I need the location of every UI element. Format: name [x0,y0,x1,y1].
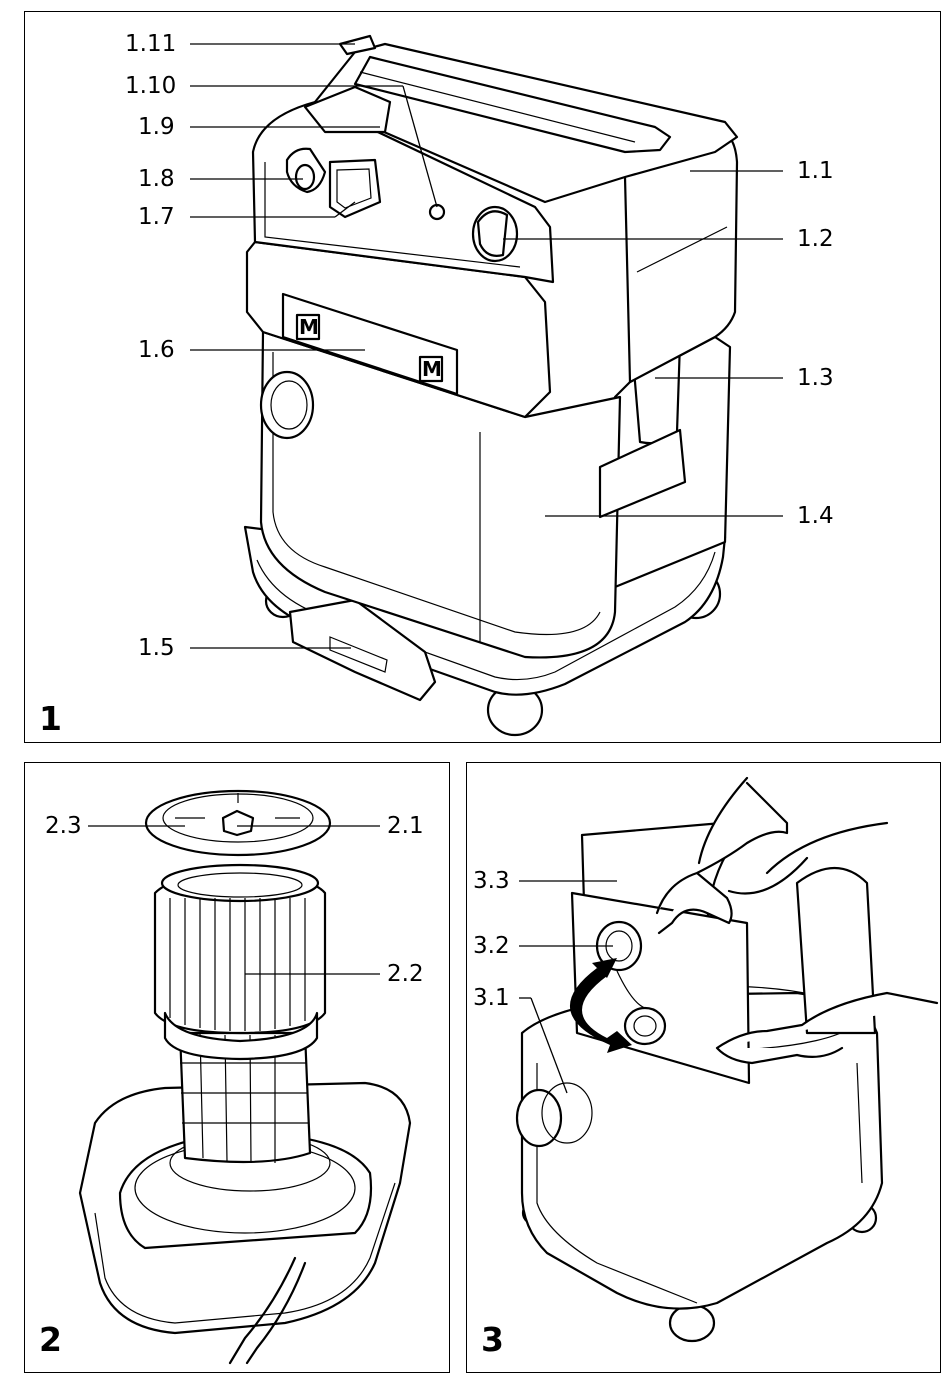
callout-1-1: 1.1 [797,160,834,183]
figure-3-leader-lines [467,763,942,1374]
callout-1-5: 1.5 [138,637,175,660]
figure-number: 1 [39,702,62,735]
callout-1-7: 1.7 [138,206,175,229]
callout-1-11: 1.11 [125,33,176,56]
figure-number: 3 [481,1323,504,1356]
callout-1-4: 1.4 [797,505,834,528]
callout-2-1: 2.1 [387,815,424,838]
callout-2-3: 2.3 [45,815,82,838]
figure-2-leader-lines [25,763,451,1374]
callout-3-1: 3.1 [473,987,510,1010]
leader-3-1b [531,998,567,1093]
figure-number: 2 [39,1323,62,1356]
callout-1-10: 1.10 [125,75,176,98]
figure-3-panel: 3.3 3.2 3.1 3 [466,762,941,1373]
callout-1-2: 1.2 [797,228,834,251]
callout-1-9: 1.9 [138,116,175,139]
callout-3-3: 3.3 [473,870,510,893]
callout-1-3: 1.3 [797,367,834,390]
leader-1-10b [403,86,437,207]
callout-2-2: 2.2 [387,963,424,986]
figure-2-panel: 2.3 2.1 2.2 2 [24,762,450,1373]
leader-1-7b [335,202,355,217]
callout-3-2: 3.2 [473,935,510,958]
callout-1-6: 1.6 [138,339,175,362]
callout-1-8: 1.8 [138,168,175,191]
figure-1-panel: M M 1.11 1.10 1.9 1.8 1.7 1.6 1.5 1.1 1.… [24,11,941,743]
